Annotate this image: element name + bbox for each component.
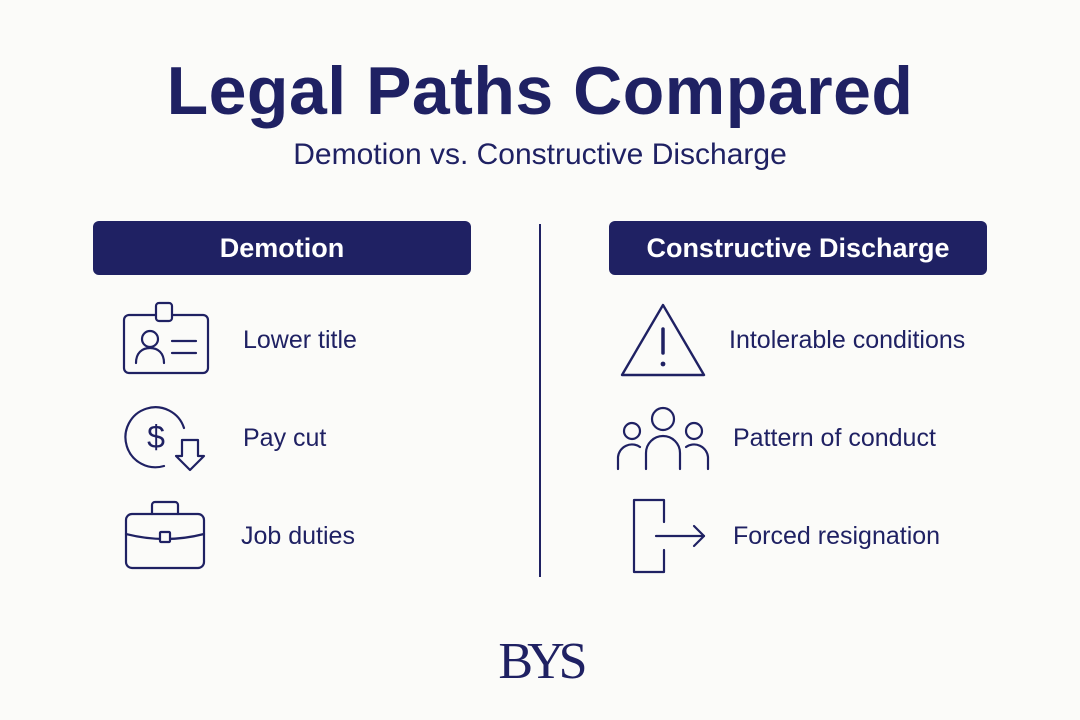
list-item-label: Forced resignation — [733, 521, 941, 550]
list-item-pattern-of-conduct: Pattern of conduct — [615, 398, 936, 478]
column-divider — [539, 224, 541, 577]
list-item-intolerable-conditions: Intolerable conditions — [615, 300, 965, 380]
id-badge-icon — [113, 300, 210, 380]
list-item-label: Pattern of conduct — [733, 423, 936, 452]
demotion-header: Demotion — [93, 221, 471, 275]
page-title: Legal Paths Compared — [166, 53, 914, 129]
page-subtitle: Demotion vs. Constructive Discharge — [293, 138, 787, 171]
list-item-forced-resignation: Forced resignation — [615, 496, 940, 576]
list-item-label: Intolerable conditions — [729, 325, 966, 354]
list-item-label: Pay cut — [243, 423, 327, 452]
briefcase-icon — [113, 496, 209, 576]
list-item-label: Lower title — [243, 325, 357, 354]
list-item-label: Job duties — [241, 521, 355, 550]
svg-text:$: $ — [147, 419, 165, 455]
list-item-pay-cut: $ Pay cut — [113, 398, 326, 478]
brand-logo: BYS — [0, 628, 1080, 697]
exit-door-icon — [615, 496, 711, 576]
group-icon — [615, 398, 711, 478]
warning-icon — [615, 300, 711, 380]
bys-logo-mark: BYS — [498, 633, 590, 690]
list-item-lower-title: Lower title — [113, 300, 357, 380]
logo-text: BYS — [498, 633, 584, 690]
dollar-down-icon: $ — [113, 398, 209, 478]
constructive-discharge-header: Constructive Discharge — [609, 221, 987, 275]
list-item-job-duties: Job duties — [113, 496, 355, 576]
